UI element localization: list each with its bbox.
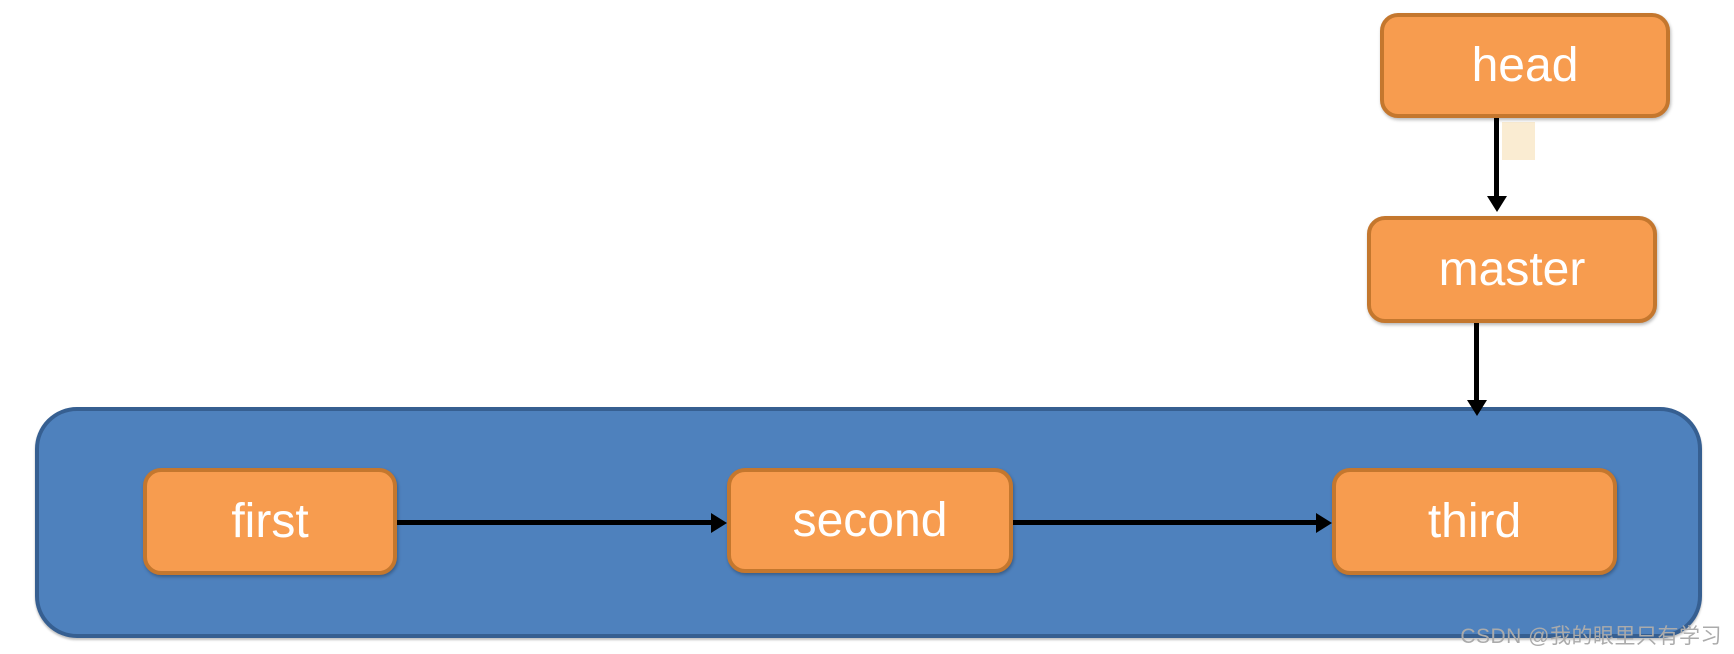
node-second-label: second	[792, 493, 948, 547]
arrow-second-to-third	[1013, 520, 1316, 525]
node-second: second	[727, 468, 1013, 573]
node-first-label: first	[231, 494, 309, 548]
node-master-label: master	[1438, 242, 1586, 296]
node-master: master	[1367, 216, 1657, 323]
node-head-label: head	[1471, 38, 1579, 92]
node-head: head	[1380, 13, 1670, 118]
arrow-head-to-master	[1494, 118, 1499, 196]
node-third-label: third	[1427, 494, 1522, 548]
watermark: CSDN @我的眼里只有学习	[1460, 625, 1722, 648]
node-first: first	[143, 468, 397, 575]
node-third: third	[1332, 468, 1617, 575]
arrow-first-to-second	[397, 520, 711, 525]
highlight-mark	[1502, 122, 1535, 160]
arrow-master-to-container	[1474, 323, 1479, 400]
